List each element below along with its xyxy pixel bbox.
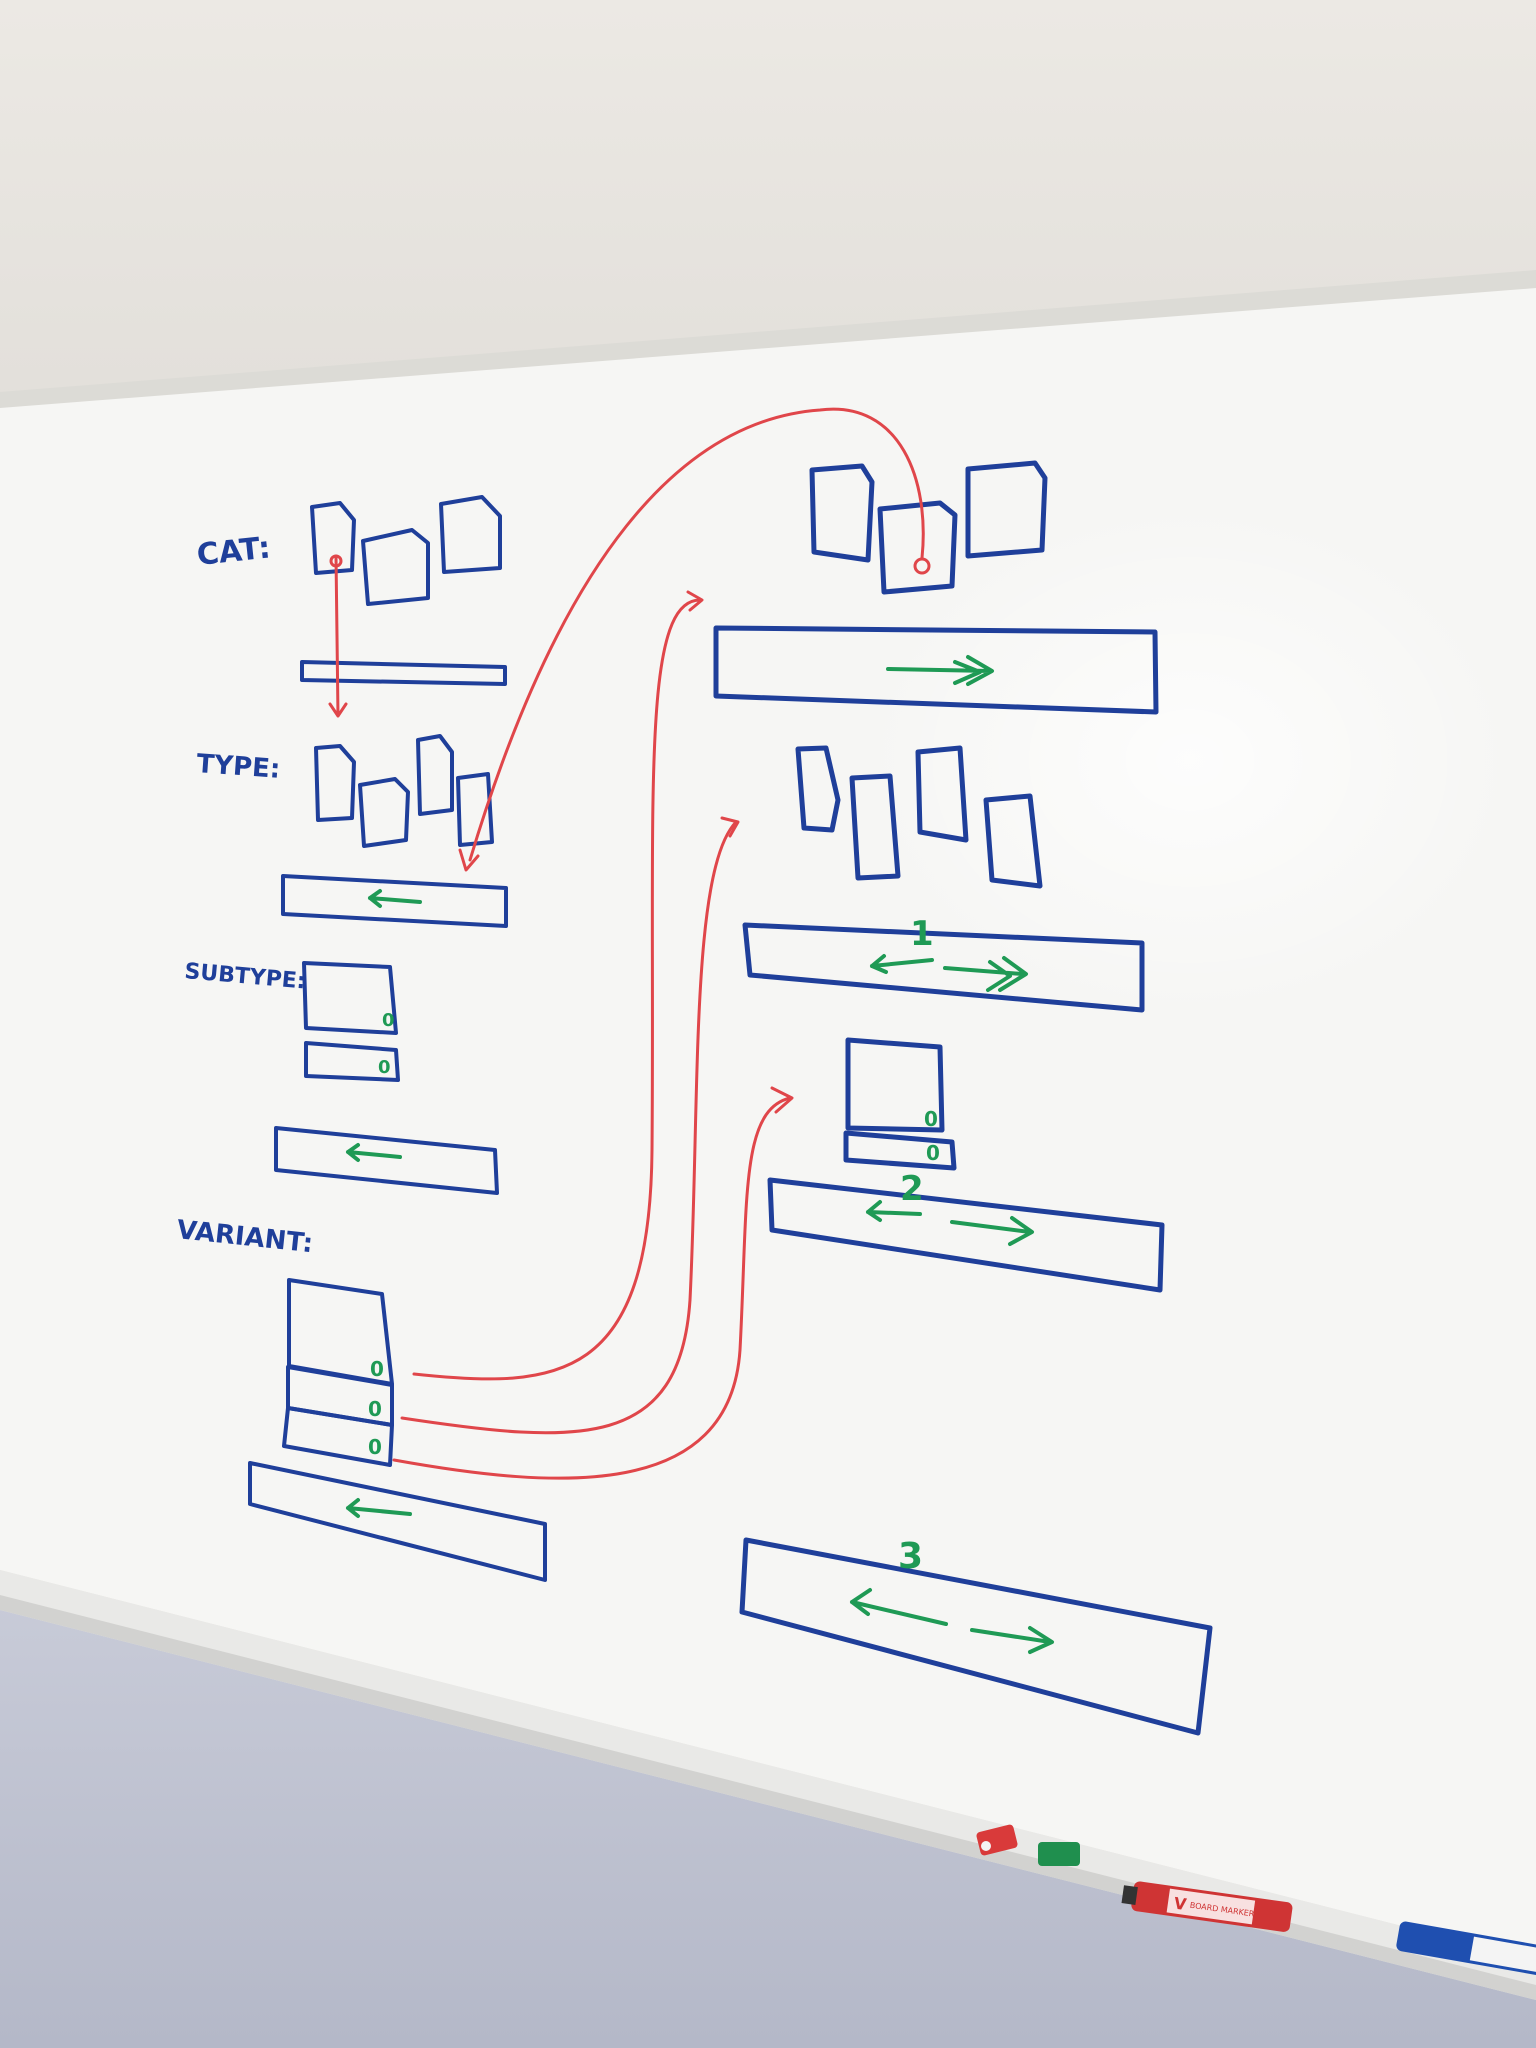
- right-subtype-badge-2: 0: [926, 1141, 940, 1165]
- right-subtype-number: 2: [900, 1169, 924, 1209]
- variant-badge-2: 0: [368, 1397, 382, 1421]
- right-variant-number: 3: [898, 1536, 923, 1577]
- right-subtype-badge-1: 0: [924, 1107, 938, 1131]
- label-type: TYPE:: [196, 749, 282, 785]
- right-type-number: 1: [910, 914, 934, 954]
- subtype-card-badge: 0: [382, 1010, 395, 1031]
- variant-badge-1: 0: [370, 1357, 384, 1381]
- subtype-row-badge: 0: [378, 1057, 391, 1078]
- variant-badge-3: 0: [368, 1435, 382, 1459]
- marker-green-cap[interactable]: [1038, 1842, 1080, 1866]
